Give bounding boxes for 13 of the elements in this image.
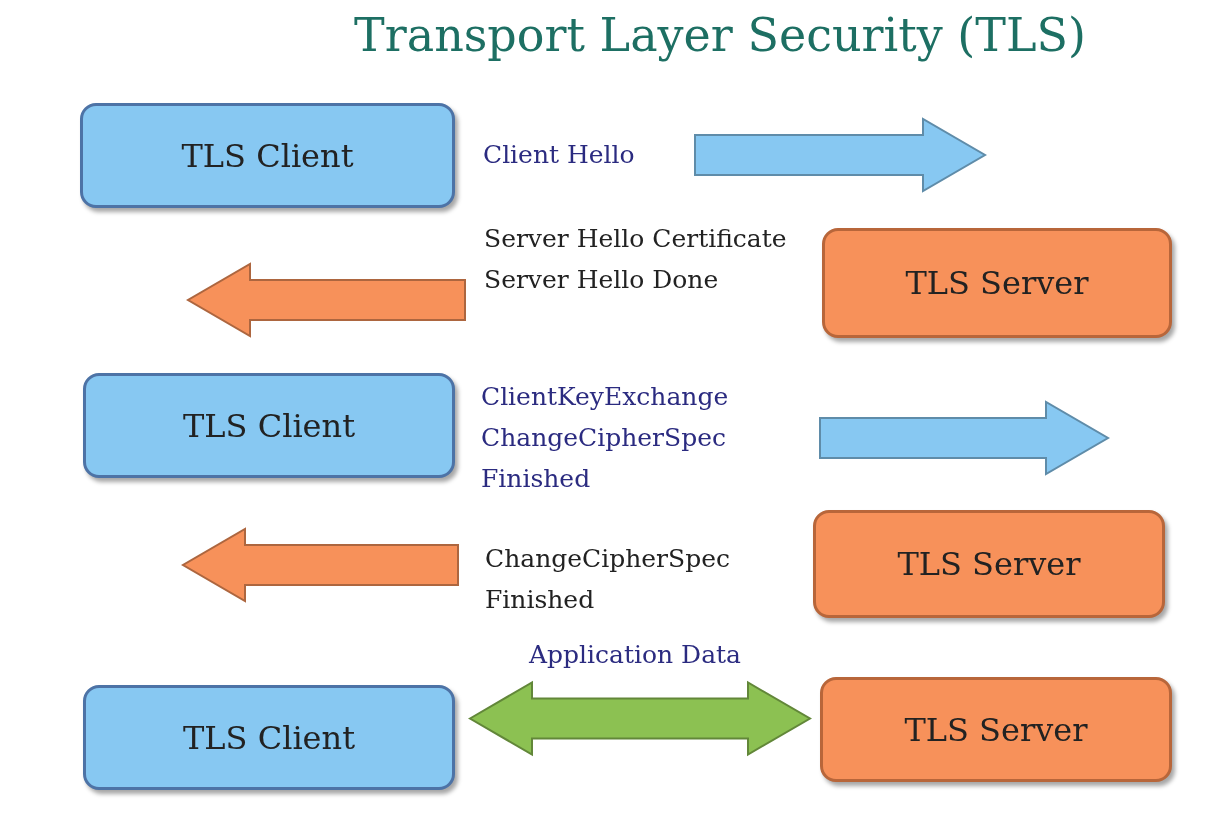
server-box: TLS Server [813, 510, 1165, 618]
server-box: TLS Server [820, 677, 1172, 782]
message-label: Client Hello [483, 139, 636, 171]
message-label: ClientKeyExchange ChangeCipherSpec Finished [481, 381, 730, 495]
client-box: TLS Client [80, 103, 455, 208]
message-label: ChangeCipherSpec Finished [485, 543, 731, 616]
message-label: Server Hello Certificate Server Hello Done [484, 223, 788, 296]
server-box: TLS Server [822, 228, 1172, 338]
double-arrow [468, 680, 812, 757]
client-box: TLS Client [83, 685, 455, 790]
client-box: TLS Client [83, 373, 455, 478]
edge-label: Application Data [528, 639, 742, 671]
title: Transport Layer Security (TLS) [353, 8, 1087, 62]
